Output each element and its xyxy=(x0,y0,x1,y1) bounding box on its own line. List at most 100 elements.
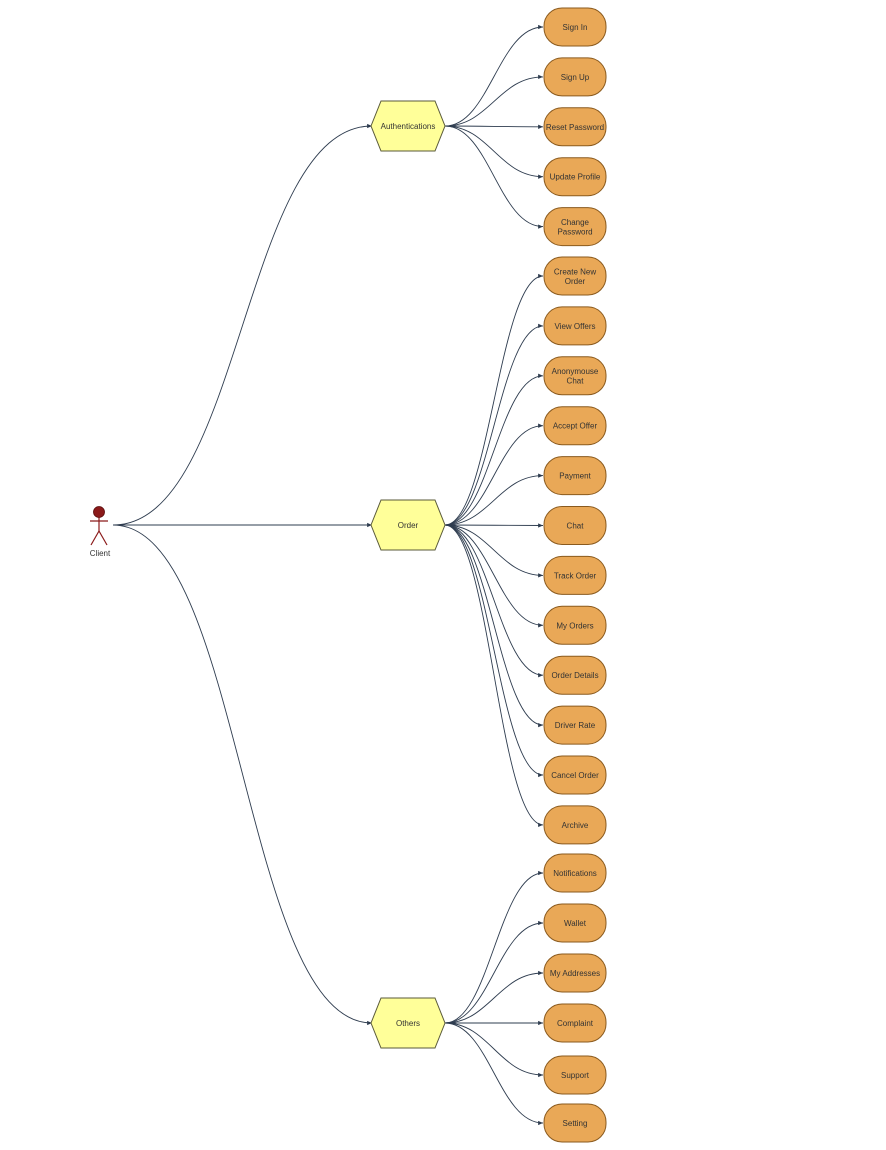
use-case-label: Order xyxy=(565,277,586,286)
use-case-track-order[interactable]: Track Order xyxy=(543,555,607,595)
group-order[interactable]: Order xyxy=(370,499,446,551)
edge-authentications-change-password xyxy=(444,125,544,229)
use-case-shape xyxy=(543,207,607,247)
use-case-label: Anonymouse xyxy=(552,367,599,376)
use-case-label: Payment xyxy=(559,472,591,481)
use-case-reset-password[interactable]: Reset Password xyxy=(543,107,607,147)
edge-order-chat xyxy=(444,523,544,528)
use-case-shape xyxy=(543,953,607,993)
edge-authentications-sign-in xyxy=(444,24,544,127)
use-case-shape xyxy=(543,605,607,645)
edge-client-others xyxy=(112,524,373,1026)
actor-label: Client xyxy=(90,549,111,558)
use-case-order-details[interactable]: Order Details xyxy=(543,655,607,695)
edge-order-track-order xyxy=(444,524,544,578)
use-case-shape xyxy=(543,1055,607,1095)
edge-others-wallet xyxy=(444,920,544,1024)
hexagon-shape xyxy=(370,499,446,551)
edge-authentications-sign-up xyxy=(444,74,544,127)
use-case-shape xyxy=(543,805,607,845)
use-case-shape xyxy=(543,705,607,745)
use-case-shape xyxy=(543,406,607,446)
use-case-my-addresses[interactable]: My Addresses xyxy=(543,953,607,993)
group-authentications[interactable]: Authentications xyxy=(370,100,446,152)
use-case-label: Driver Rate xyxy=(555,721,596,730)
use-case-shape xyxy=(543,1003,607,1043)
edges-layer xyxy=(112,24,544,1126)
use-case-support[interactable]: Support xyxy=(543,1055,607,1095)
use-case-notifications[interactable]: Notifications xyxy=(543,853,607,893)
use-case-setting[interactable]: Setting xyxy=(543,1103,607,1143)
edge-authentications-reset-password xyxy=(444,124,544,129)
use-case-shape xyxy=(543,555,607,595)
use-case-shape xyxy=(543,7,607,47)
use-case-shape xyxy=(543,456,607,496)
edge-order-anonymouse-chat xyxy=(444,373,544,526)
use-case-label: Archive xyxy=(562,821,589,830)
edge-others-notifications xyxy=(444,870,544,1024)
use-case-view-offers[interactable]: View Offers xyxy=(543,306,607,346)
group-others[interactable]: Others xyxy=(370,997,446,1049)
use-case-label: Wallet xyxy=(564,919,587,928)
use-case-shape xyxy=(543,157,607,197)
edge-others-setting xyxy=(444,1022,544,1126)
group-label: Authentications xyxy=(381,122,436,131)
group-label: Order xyxy=(398,521,419,530)
use-case-label: Chat xyxy=(567,377,585,386)
use-case-label: Track Order xyxy=(554,571,597,580)
use-case-shape xyxy=(543,356,607,396)
use-case-payment[interactable]: Payment xyxy=(543,456,607,496)
use-case-wallet[interactable]: Wallet xyxy=(543,903,607,943)
use-case-label: My Addresses xyxy=(550,969,600,978)
use-case-shape xyxy=(543,853,607,893)
edge-order-archive xyxy=(444,524,544,828)
use-case-complaint[interactable]: Complaint xyxy=(543,1003,607,1043)
use-case-shape xyxy=(543,655,607,695)
use-case-my-orders[interactable]: My Orders xyxy=(543,605,607,645)
edge-order-order-details xyxy=(444,524,544,678)
use-case-update-profile[interactable]: Update Profile xyxy=(543,157,607,197)
use-case-accept-offer[interactable]: Accept Offer xyxy=(543,406,607,446)
edge-client-authentications xyxy=(112,123,373,526)
actor-head-icon xyxy=(93,506,105,518)
use-case-archive[interactable]: Archive xyxy=(543,805,607,845)
use-case-shape xyxy=(543,107,607,147)
actor-right-leg-icon xyxy=(98,530,108,546)
use-case-shape xyxy=(543,506,607,545)
use-case-label: Complaint xyxy=(557,1019,594,1028)
use-case-label: Change xyxy=(561,218,590,227)
use-case-chat[interactable]: Chat xyxy=(543,506,607,545)
use-case-label: My Orders xyxy=(556,621,593,630)
use-case-shape xyxy=(543,755,607,795)
edge-others-my-addresses xyxy=(444,970,544,1024)
use-case-driver-rate[interactable]: Driver Rate xyxy=(543,705,607,745)
use-case-label: Chat xyxy=(567,522,585,531)
edge-order-driver-rate xyxy=(444,524,544,728)
edge-order-accept-offer xyxy=(444,423,544,526)
use-case-sign-in[interactable]: Sign In xyxy=(543,7,607,47)
group-label: Others xyxy=(396,1019,420,1028)
edge-others-support xyxy=(444,1022,544,1078)
client-actor[interactable]: Client xyxy=(90,506,111,559)
use-case-label: View Offers xyxy=(554,322,595,331)
edge-order-view-offers xyxy=(444,323,544,526)
nodes-layer: Authentications Sign In Sign Up Reset Passw… xyxy=(370,7,607,1143)
use-case-label: Sign In xyxy=(563,23,588,32)
actor-left-leg-icon xyxy=(90,530,100,546)
use-case-shape xyxy=(543,256,607,296)
edge-authentications-update-profile xyxy=(444,125,544,179)
use-case-label: Password xyxy=(557,227,592,236)
use-case-label: Order Details xyxy=(551,671,598,680)
edge-order-payment xyxy=(444,473,544,526)
edge-order-cancel-order xyxy=(444,524,544,778)
use-case-label: Accept Offer xyxy=(553,422,598,431)
use-case-cancel-order[interactable]: Cancel Order xyxy=(543,755,607,795)
use-case-shape xyxy=(543,306,607,346)
use-case-sign-up[interactable]: Sign Up xyxy=(543,57,607,97)
use-case-label: Update Profile xyxy=(550,173,601,182)
use-case-label: Cancel Order xyxy=(551,771,599,780)
